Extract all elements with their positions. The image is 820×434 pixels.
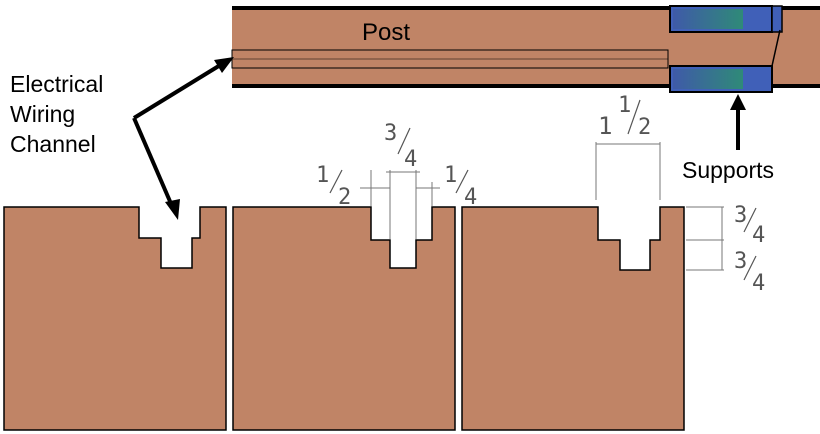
svg-text:1: 1 bbox=[444, 163, 457, 188]
dim-slot-three-quarter: 3 4 bbox=[384, 121, 417, 172]
block3-dim-lines bbox=[595, 142, 724, 271]
supports-label: Supports bbox=[682, 157, 774, 183]
support-top bbox=[669, 5, 783, 33]
channel-label-line3: Channel bbox=[10, 131, 96, 157]
supports-leader bbox=[730, 94, 746, 150]
post-section bbox=[231, 5, 820, 93]
svg-text:2: 2 bbox=[338, 185, 351, 210]
block2-dim-lines bbox=[360, 170, 440, 239]
svg-text:4: 4 bbox=[752, 271, 765, 296]
svg-text:1: 1 bbox=[316, 163, 329, 188]
svg-text:4: 4 bbox=[752, 223, 765, 248]
channel-label-line2: Wiring bbox=[10, 101, 75, 127]
svg-text:3: 3 bbox=[384, 121, 397, 146]
channel-label-line1: Electrical bbox=[10, 71, 103, 97]
dim-right-notch-quarter: 1 4 bbox=[444, 163, 477, 210]
dim-upper-depth: 3 4 bbox=[734, 203, 765, 248]
svg-text:3: 3 bbox=[734, 203, 747, 228]
block-2 bbox=[232, 206, 456, 431]
block-1 bbox=[3, 206, 227, 431]
support-bottom bbox=[669, 65, 773, 93]
svg-text:1: 1 bbox=[598, 112, 612, 140]
svg-text:4: 4 bbox=[464, 185, 477, 210]
dim-lower-depth: 3 4 bbox=[734, 249, 765, 296]
block-3 bbox=[461, 206, 685, 431]
svg-text:2: 2 bbox=[638, 115, 651, 140]
svg-text:4: 4 bbox=[404, 147, 417, 172]
dim-left-notch-half: 1 2 bbox=[316, 163, 351, 210]
channel-leader bbox=[132, 57, 234, 220]
svg-text:1: 1 bbox=[618, 93, 631, 118]
post-label: Post bbox=[362, 19, 410, 46]
support-divider bbox=[771, 29, 781, 67]
svg-text:3: 3 bbox=[734, 249, 747, 274]
dim-overall-one-and-half: 1 1 2 bbox=[598, 93, 651, 140]
